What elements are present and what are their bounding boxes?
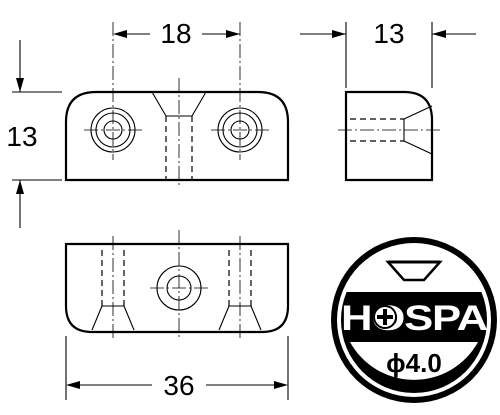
left-screw-hole <box>84 22 142 160</box>
countersunk-screw-icon <box>385 260 443 282</box>
side-view-outline <box>344 90 434 182</box>
bottom-view-outline <box>64 242 290 334</box>
bottom-view <box>64 230 290 340</box>
right-screw-hole <box>211 22 269 160</box>
dimension-label-18: 18 <box>160 18 191 49</box>
badge-screw-size-text: ϕ4.0 <box>386 348 442 378</box>
front-view <box>64 22 290 186</box>
cross-drive-icon <box>373 305 397 329</box>
hospa-badge: HOSPA ϕ4.0 <box>331 237 497 403</box>
dimension-label-36: 36 <box>163 370 194 401</box>
dimension-label-13-width: 13 <box>373 18 404 49</box>
left-hidden-hole <box>91 236 135 340</box>
badge-brand-text: HOSPA <box>341 299 488 338</box>
dimension-hole-spacing: 18 <box>113 18 240 49</box>
countersink-outline <box>151 91 207 117</box>
front-view-outline <box>64 90 290 182</box>
dimension-overall-length: 36 <box>65 336 289 401</box>
dimension-label-13-height: 13 <box>6 121 37 152</box>
right-hidden-hole <box>218 236 262 340</box>
side-view <box>338 90 442 182</box>
dimension-side-width: 13 <box>300 18 476 88</box>
dimension-height: 13 <box>6 40 62 228</box>
center-hole <box>150 230 208 340</box>
